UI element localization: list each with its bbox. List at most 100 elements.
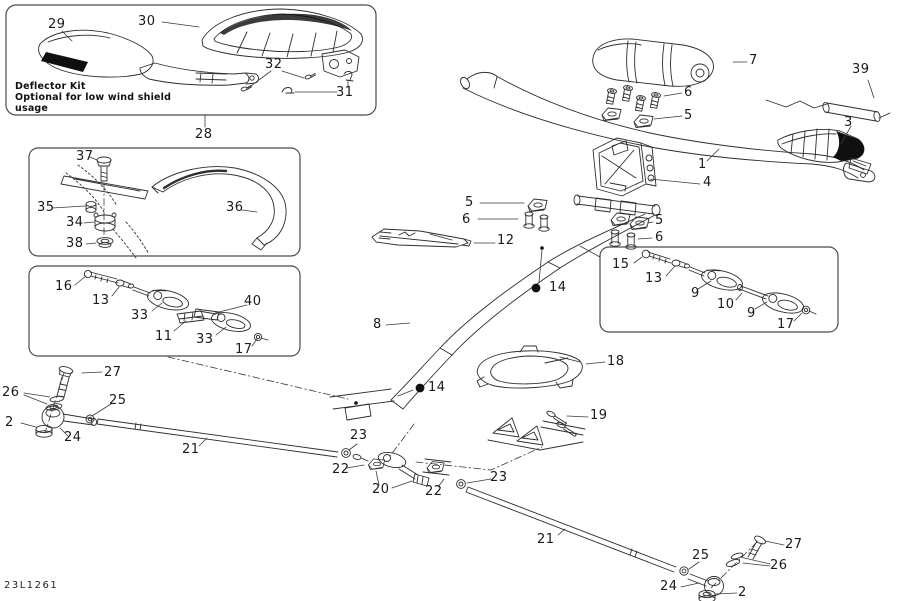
- callout-40: 40: [244, 294, 262, 309]
- callout-11: 11: [155, 329, 173, 344]
- callout-39: 39: [852, 62, 870, 77]
- callout-21b: 21: [537, 532, 555, 547]
- callout-27b: 27: [785, 537, 803, 552]
- handlebar: [460, 71, 876, 183]
- callout-21a: 21: [182, 442, 200, 457]
- clamps-5-upper: [601, 107, 654, 128]
- nut-23a: [341, 448, 351, 458]
- tie-rod-end-9b: [762, 292, 804, 314]
- callout-29: 29: [48, 17, 66, 32]
- callout-24a: 24: [64, 430, 82, 445]
- callout-28: 28: [195, 127, 213, 142]
- callout-17b: 17: [777, 317, 795, 332]
- bolt-27a: [56, 366, 74, 398]
- pin-13b: [671, 259, 706, 277]
- washers-26b: [725, 552, 744, 567]
- callout-9a: 9: [691, 286, 700, 301]
- callout-13a: 13: [92, 293, 110, 308]
- callout-6b: 6: [462, 212, 471, 227]
- callout-16: 16: [55, 279, 73, 294]
- bolts-6-right: [609, 229, 637, 250]
- tie-rod-box-left: [28, 265, 301, 357]
- callout-14b: 14: [428, 380, 446, 395]
- pivot-arm-20: [377, 451, 430, 487]
- callout-38: 38: [66, 236, 84, 251]
- hook-clamp-box: [28, 147, 301, 259]
- steering-column: [329, 194, 661, 421]
- tie-rod-end-33b: [210, 312, 252, 332]
- tie-rod-21b: [465, 486, 677, 573]
- callout-10: 10: [717, 297, 735, 312]
- clamp-22b: [422, 458, 452, 476]
- clamp-22a: [368, 458, 386, 470]
- callout-6a: 6: [684, 85, 693, 100]
- callout-2b: 2: [738, 585, 747, 600]
- grip-3: [777, 128, 872, 175]
- callout-25b: 25: [692, 548, 710, 563]
- bracket-19: [487, 410, 586, 451]
- callout-18: 18: [607, 354, 625, 369]
- callout-32: 32: [265, 57, 283, 72]
- tie-rod-21a: [96, 418, 339, 458]
- nut-2b: [698, 589, 716, 601]
- callout-20: 20: [372, 482, 390, 497]
- hand-deflector: [38, 29, 259, 86]
- clamp-34: [93, 212, 117, 232]
- callout-27a: 27: [104, 365, 122, 380]
- nut-23b: [456, 479, 466, 489]
- callout-35: 35: [37, 200, 55, 215]
- wind-deflector-upper: [201, 8, 363, 78]
- note-line-1: Deflector Kit: [15, 81, 86, 92]
- pin-13a: [115, 279, 151, 297]
- ball-joint-24a: [41, 405, 97, 429]
- callout-7: 7: [749, 53, 758, 68]
- callout-19: 19: [590, 408, 608, 423]
- deflector-kit-note: Deflector Kit Optional for low wind shie…: [15, 81, 171, 114]
- callout-2a: 2: [5, 415, 14, 430]
- screws-6-upper: [605, 84, 662, 112]
- rod-10: [737, 284, 769, 300]
- callout-13b: 13: [645, 271, 663, 286]
- callout-22b: 22: [425, 484, 443, 499]
- tie-rod-end-9a: [701, 269, 743, 291]
- callout-15: 15: [612, 257, 630, 272]
- callout-8: 8: [373, 317, 382, 332]
- callout-23a: 23: [350, 428, 368, 443]
- nut-17a: [253, 332, 269, 342]
- plate-40: [193, 308, 220, 321]
- callout-5b: 5: [465, 195, 474, 210]
- bolts-6-left: [523, 211, 550, 232]
- bolt-16: [83, 269, 119, 284]
- spacer-35: [85, 201, 97, 213]
- drawing-number: 23L1261: [4, 580, 59, 591]
- callout-33b: 33: [196, 332, 214, 347]
- tie-rod-end-33a: [146, 289, 190, 311]
- nut-2a: [35, 424, 53, 438]
- callout-25a: 25: [109, 393, 127, 408]
- callout-9b: 9: [747, 306, 756, 321]
- callout-17a: 17: [235, 342, 253, 357]
- nut-17b: [801, 305, 817, 315]
- nut-38: [96, 237, 114, 248]
- nut-25b: [679, 566, 689, 576]
- callout-31: 31: [336, 85, 354, 100]
- callout-4: 4: [703, 175, 712, 190]
- tie-rod-box-right: [579, 245, 839, 333]
- deflector-hooks-31: [281, 71, 354, 94]
- deflector-kit-box: [5, 4, 377, 116]
- callout-3: 3: [844, 115, 853, 130]
- note-line-3: usage: [15, 103, 49, 114]
- plate-11: [176, 310, 205, 324]
- note-line-2: Optional for low wind shield: [15, 92, 172, 103]
- callout-5a: 5: [684, 108, 693, 123]
- callout-26b: 26: [770, 558, 788, 573]
- marker-14-upper: [531, 246, 544, 293]
- support-bracket-12: [371, 228, 472, 248]
- callout-33a: 33: [131, 308, 149, 323]
- callout-12: 12: [497, 233, 515, 248]
- marker-14-lower: [397, 383, 425, 397]
- nut-25a: [85, 414, 95, 424]
- clamp-5-left: [527, 198, 548, 212]
- callout-1: 1: [698, 157, 707, 172]
